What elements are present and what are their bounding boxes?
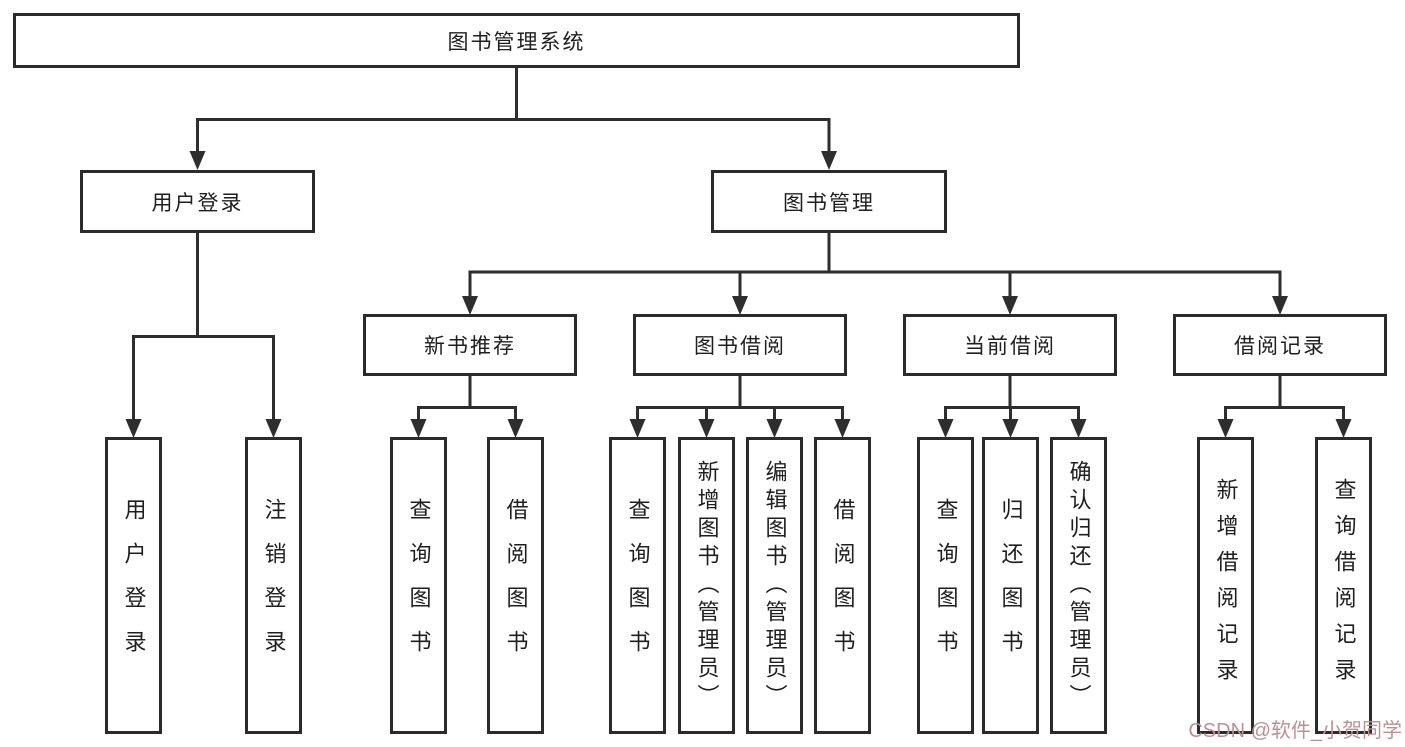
- csdn-watermark: CSDN @软件_小贺同学: [1188, 720, 1402, 742]
- node-current-borrow-label: 当前借阅: [964, 335, 1056, 358]
- leaf-return-book-label: 归还图书: [998, 497, 1024, 674]
- node-root: 图书管理系统: [13, 13, 1020, 68]
- leaf-current-query-book-label: 查询图书: [933, 497, 959, 674]
- node-user-login-branch-label: 用户登录: [151, 191, 244, 215]
- leaf-recommend-query-book: 查询图书: [390, 437, 447, 734]
- leaf-borrow-query-book: 查询图书: [609, 437, 666, 734]
- leaf-confirm-return-admin: 确认归还（管理员）: [1050, 437, 1107, 734]
- leaf-add-book-admin-label: 新增图书（管理员）: [694, 459, 720, 712]
- node-borrow-records: 借阅记录: [1173, 314, 1387, 376]
- leaf-return-book: 归还图书: [982, 437, 1039, 734]
- node-root-label: 图书管理系统: [447, 30, 586, 54]
- leaf-borrow-book-label: 借阅图书: [830, 497, 856, 674]
- leaf-confirm-return-admin-label: 确认归还（管理员）: [1066, 459, 1092, 712]
- leaf-borrow-query-book-label: 查询图书: [625, 497, 651, 674]
- leaf-logout: 注销登录: [245, 437, 302, 734]
- leaf-borrow-book: 借阅图书: [814, 437, 871, 734]
- leaf-user-login: 用户登录: [105, 437, 162, 734]
- leaf-logout-label: 注销登录: [261, 497, 287, 674]
- leaf-edit-book-admin: 编辑图书（管理员）: [746, 437, 803, 734]
- leaf-add-borrow-record: 新增借阅记录: [1197, 437, 1254, 734]
- node-new-book-recommend-label: 新书推荐: [424, 335, 516, 358]
- node-book-management: 图书管理: [711, 170, 947, 233]
- leaf-recommend-query-book-label: 查询图书: [406, 497, 432, 674]
- leaf-current-query-book: 查询图书: [917, 437, 974, 734]
- leaf-user-login-label: 用户登录: [121, 497, 147, 674]
- leaf-edit-book-admin-label: 编辑图书（管理员）: [762, 459, 788, 712]
- node-book-management-label: 图书管理: [783, 191, 875, 215]
- leaf-recommend-borrow-book-label: 借阅图书: [503, 497, 529, 674]
- node-book-borrow-label: 图书借阅: [694, 335, 786, 358]
- node-current-borrow: 当前借阅: [903, 314, 1117, 376]
- leaf-add-borrow-record-label: 新增借阅记录: [1213, 477, 1239, 694]
- leaf-recommend-borrow-book: 借阅图书: [487, 437, 544, 734]
- node-new-book-recommend: 新书推荐: [363, 314, 577, 376]
- leaf-add-book-admin: 新增图书（管理员）: [678, 437, 735, 734]
- node-user-login-branch: 用户登录: [80, 170, 315, 233]
- node-borrow-records-label: 借阅记录: [1234, 335, 1326, 358]
- leaf-query-borrow-record: 查询借阅记录: [1315, 437, 1372, 734]
- leaf-query-borrow-record-label: 查询借阅记录: [1331, 477, 1357, 694]
- node-book-borrow: 图书借阅: [633, 314, 847, 376]
